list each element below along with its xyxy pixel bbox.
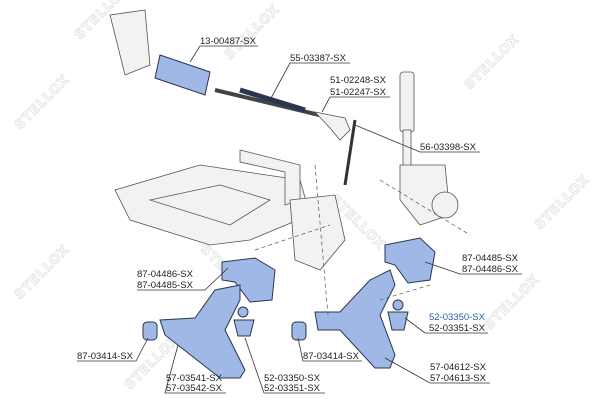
watermark: STELLOX bbox=[12, 242, 73, 303]
tie-rod-end bbox=[313, 111, 351, 141]
subframe bbox=[114, 149, 346, 271]
watermark: STELLOX bbox=[482, 272, 543, 333]
stabilizer-link bbox=[343, 119, 357, 186]
label-tie-rod-end-b: 51-02247-SX bbox=[330, 87, 387, 98]
label-right-ball-joint-a: 52-03350-SX bbox=[429, 312, 486, 323]
steering-boot bbox=[154, 54, 211, 96]
right-ball-joint bbox=[387, 299, 409, 331]
leader-lines bbox=[77, 45, 522, 394]
label-right-ball-joint-b: 52-03351-SX bbox=[429, 323, 486, 334]
label-left-bushing-a: 87-04486-SX bbox=[137, 269, 194, 280]
steering-rack bbox=[109, 9, 357, 186]
left-rear-bushing bbox=[221, 257, 276, 303]
label-tie-rod-end-a: 51-02248-SX bbox=[330, 75, 387, 86]
left-front-bushing bbox=[142, 321, 158, 341]
watermark: STELLOX bbox=[462, 32, 523, 93]
label-steering-boot: 13-00487-SX bbox=[200, 36, 257, 47]
label-left-ball-joint-a: 52-03350-SX bbox=[264, 373, 321, 384]
label-right-bushing-a: 87-04485-SX bbox=[462, 253, 519, 264]
label-tie-rod: 55-03387-SX bbox=[290, 53, 347, 64]
label-left-arm-b: 57-03542-SX bbox=[166, 383, 223, 394]
left-control-arm bbox=[159, 284, 246, 379]
label-left-ball-joint-b: 52-03351-SX bbox=[264, 383, 321, 394]
label-left-arm-a: 57-03541-SX bbox=[166, 373, 223, 384]
label-right-front-bushing: 87-03414-SX bbox=[303, 351, 360, 362]
watermark: STELLOX bbox=[12, 72, 73, 133]
label-right-arm-b: 57-04613-SX bbox=[430, 373, 487, 384]
left-ball-joint bbox=[233, 306, 255, 337]
watermark: STELLOX bbox=[222, 2, 283, 63]
label-left-front-bushing: 87-03414-SX bbox=[77, 351, 134, 362]
label-left-bushing-b: 87-04485-SX bbox=[137, 280, 194, 291]
label-stabilizer-link: 56-03398-SX bbox=[420, 142, 477, 153]
right-front-bushing bbox=[291, 321, 307, 341]
tie-rod bbox=[239, 87, 306, 113]
label-right-arm-a: 57-04612-SX bbox=[430, 362, 487, 373]
right-rear-bushing bbox=[384, 237, 436, 284]
label-right-bushing-b: 87-04486-SX bbox=[462, 264, 519, 275]
strut-assembly bbox=[399, 71, 459, 226]
watermark: STELLOX bbox=[532, 172, 593, 233]
right-control-arm bbox=[314, 269, 396, 369]
